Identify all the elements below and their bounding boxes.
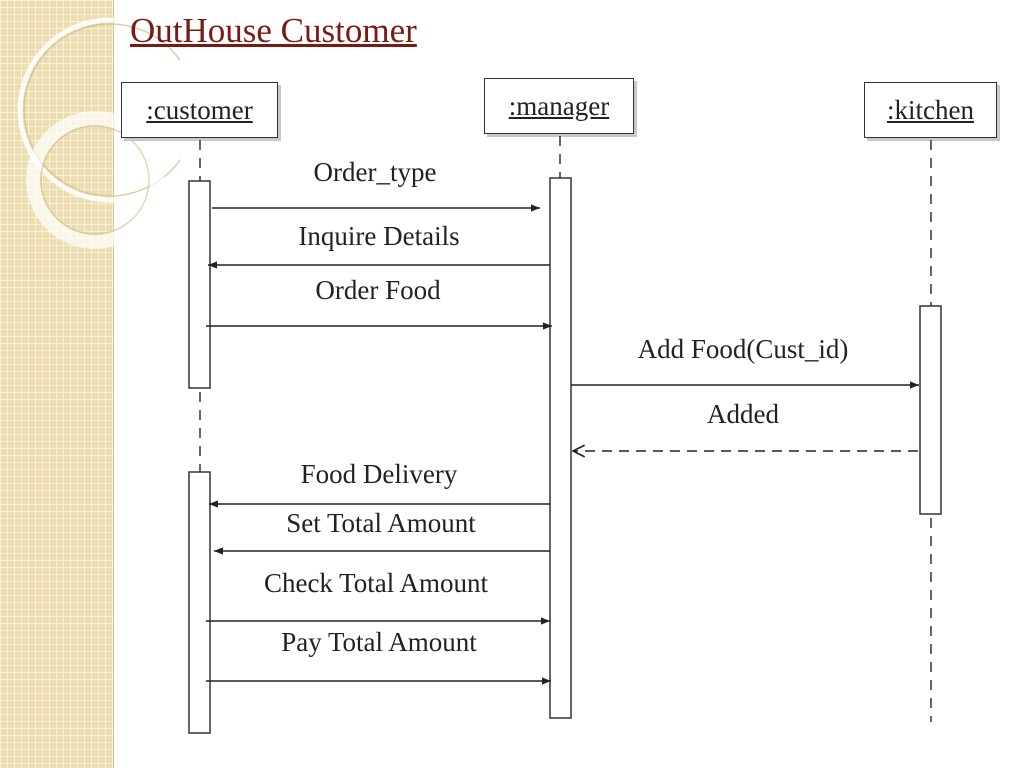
- activation-manager: [549, 177, 572, 719]
- lifeline-customer-head: :customer: [121, 82, 278, 138]
- lifeline-kitchen-head: :kitchen: [864, 82, 997, 138]
- lifeline-manager-head: :manager: [484, 78, 634, 134]
- message-label-4: Add Food(Cust_id): [637, 334, 849, 364]
- message-label-3: Order Food: [315, 275, 441, 305]
- decorative-rings: [17, 17, 180, 249]
- activation-customer-1: [188, 180, 211, 389]
- message-label-1: Order_type: [313, 157, 437, 187]
- message-label-8: Check Total Amount: [263, 568, 489, 598]
- message-label-9: Pay Total Amount: [281, 627, 477, 657]
- slide-title: OutHouse Customer: [130, 11, 417, 50]
- activation-customer-2: [188, 471, 211, 734]
- message-label-2: Inquire Details: [298, 221, 460, 251]
- message-label-6: Food Delivery: [300, 459, 458, 489]
- message-label-5: Added: [707, 399, 779, 429]
- message-label-7: Set Total Amount: [286, 508, 476, 538]
- activation-kitchen: [919, 305, 942, 515]
